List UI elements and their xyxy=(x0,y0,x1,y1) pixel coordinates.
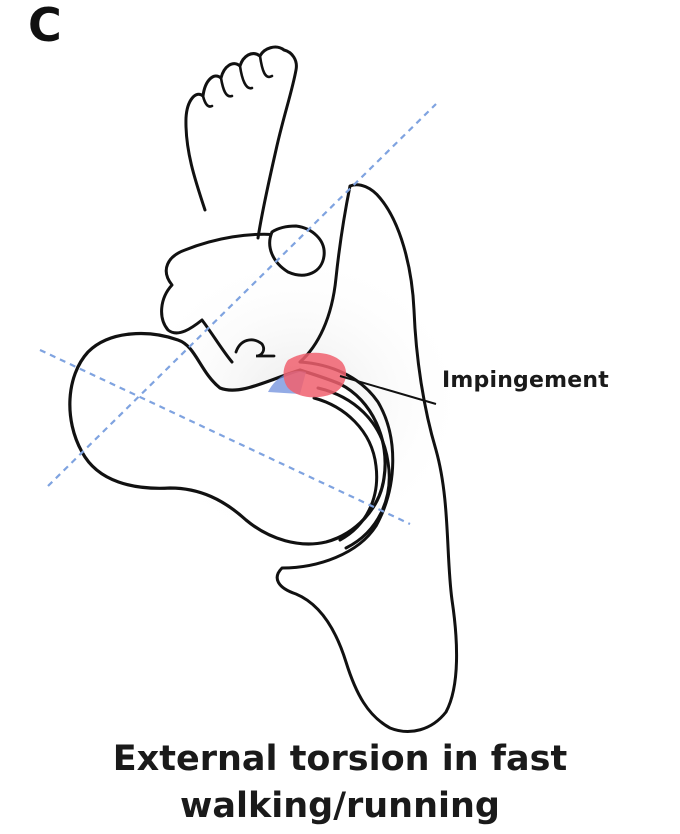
panel-label: C xyxy=(28,2,62,48)
caption-line-2: walking/running xyxy=(0,789,680,824)
impingement-zone xyxy=(284,353,347,398)
caption-line-1: External torsion in fast xyxy=(0,742,680,777)
impingement-label: Impingement xyxy=(442,370,609,392)
